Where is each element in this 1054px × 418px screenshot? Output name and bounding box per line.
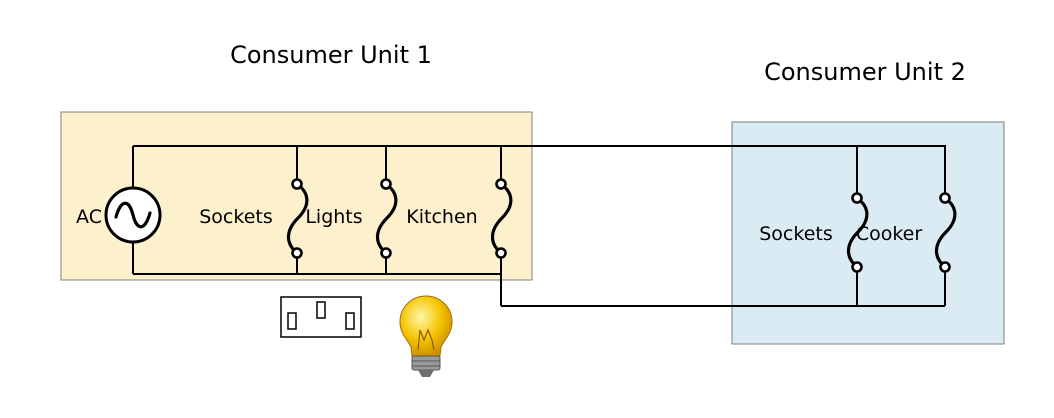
light-bulb-icon [399,295,453,377]
socket-outlet-icon [280,296,362,338]
circuit-label: Sockets [199,206,273,228]
circuit-label: Sockets [759,223,833,245]
ac-source-icon [104,186,162,244]
fuse-icon [846,192,869,273]
fuse-icon [490,178,513,259]
circuit-label: Cooker [856,223,923,245]
circuit-label: Kitchen [406,206,477,228]
fuse-icon [286,178,309,259]
unit-2-title: Consumer Unit 2 [764,58,966,86]
ac-label: AC [76,206,102,228]
fuse-icon [375,178,398,259]
interconnect-wiring [501,145,946,307]
unit-1-title: Consumer Unit 1 [230,41,432,69]
circuit-label: Lights [305,206,362,228]
fuse-icon [934,192,957,273]
